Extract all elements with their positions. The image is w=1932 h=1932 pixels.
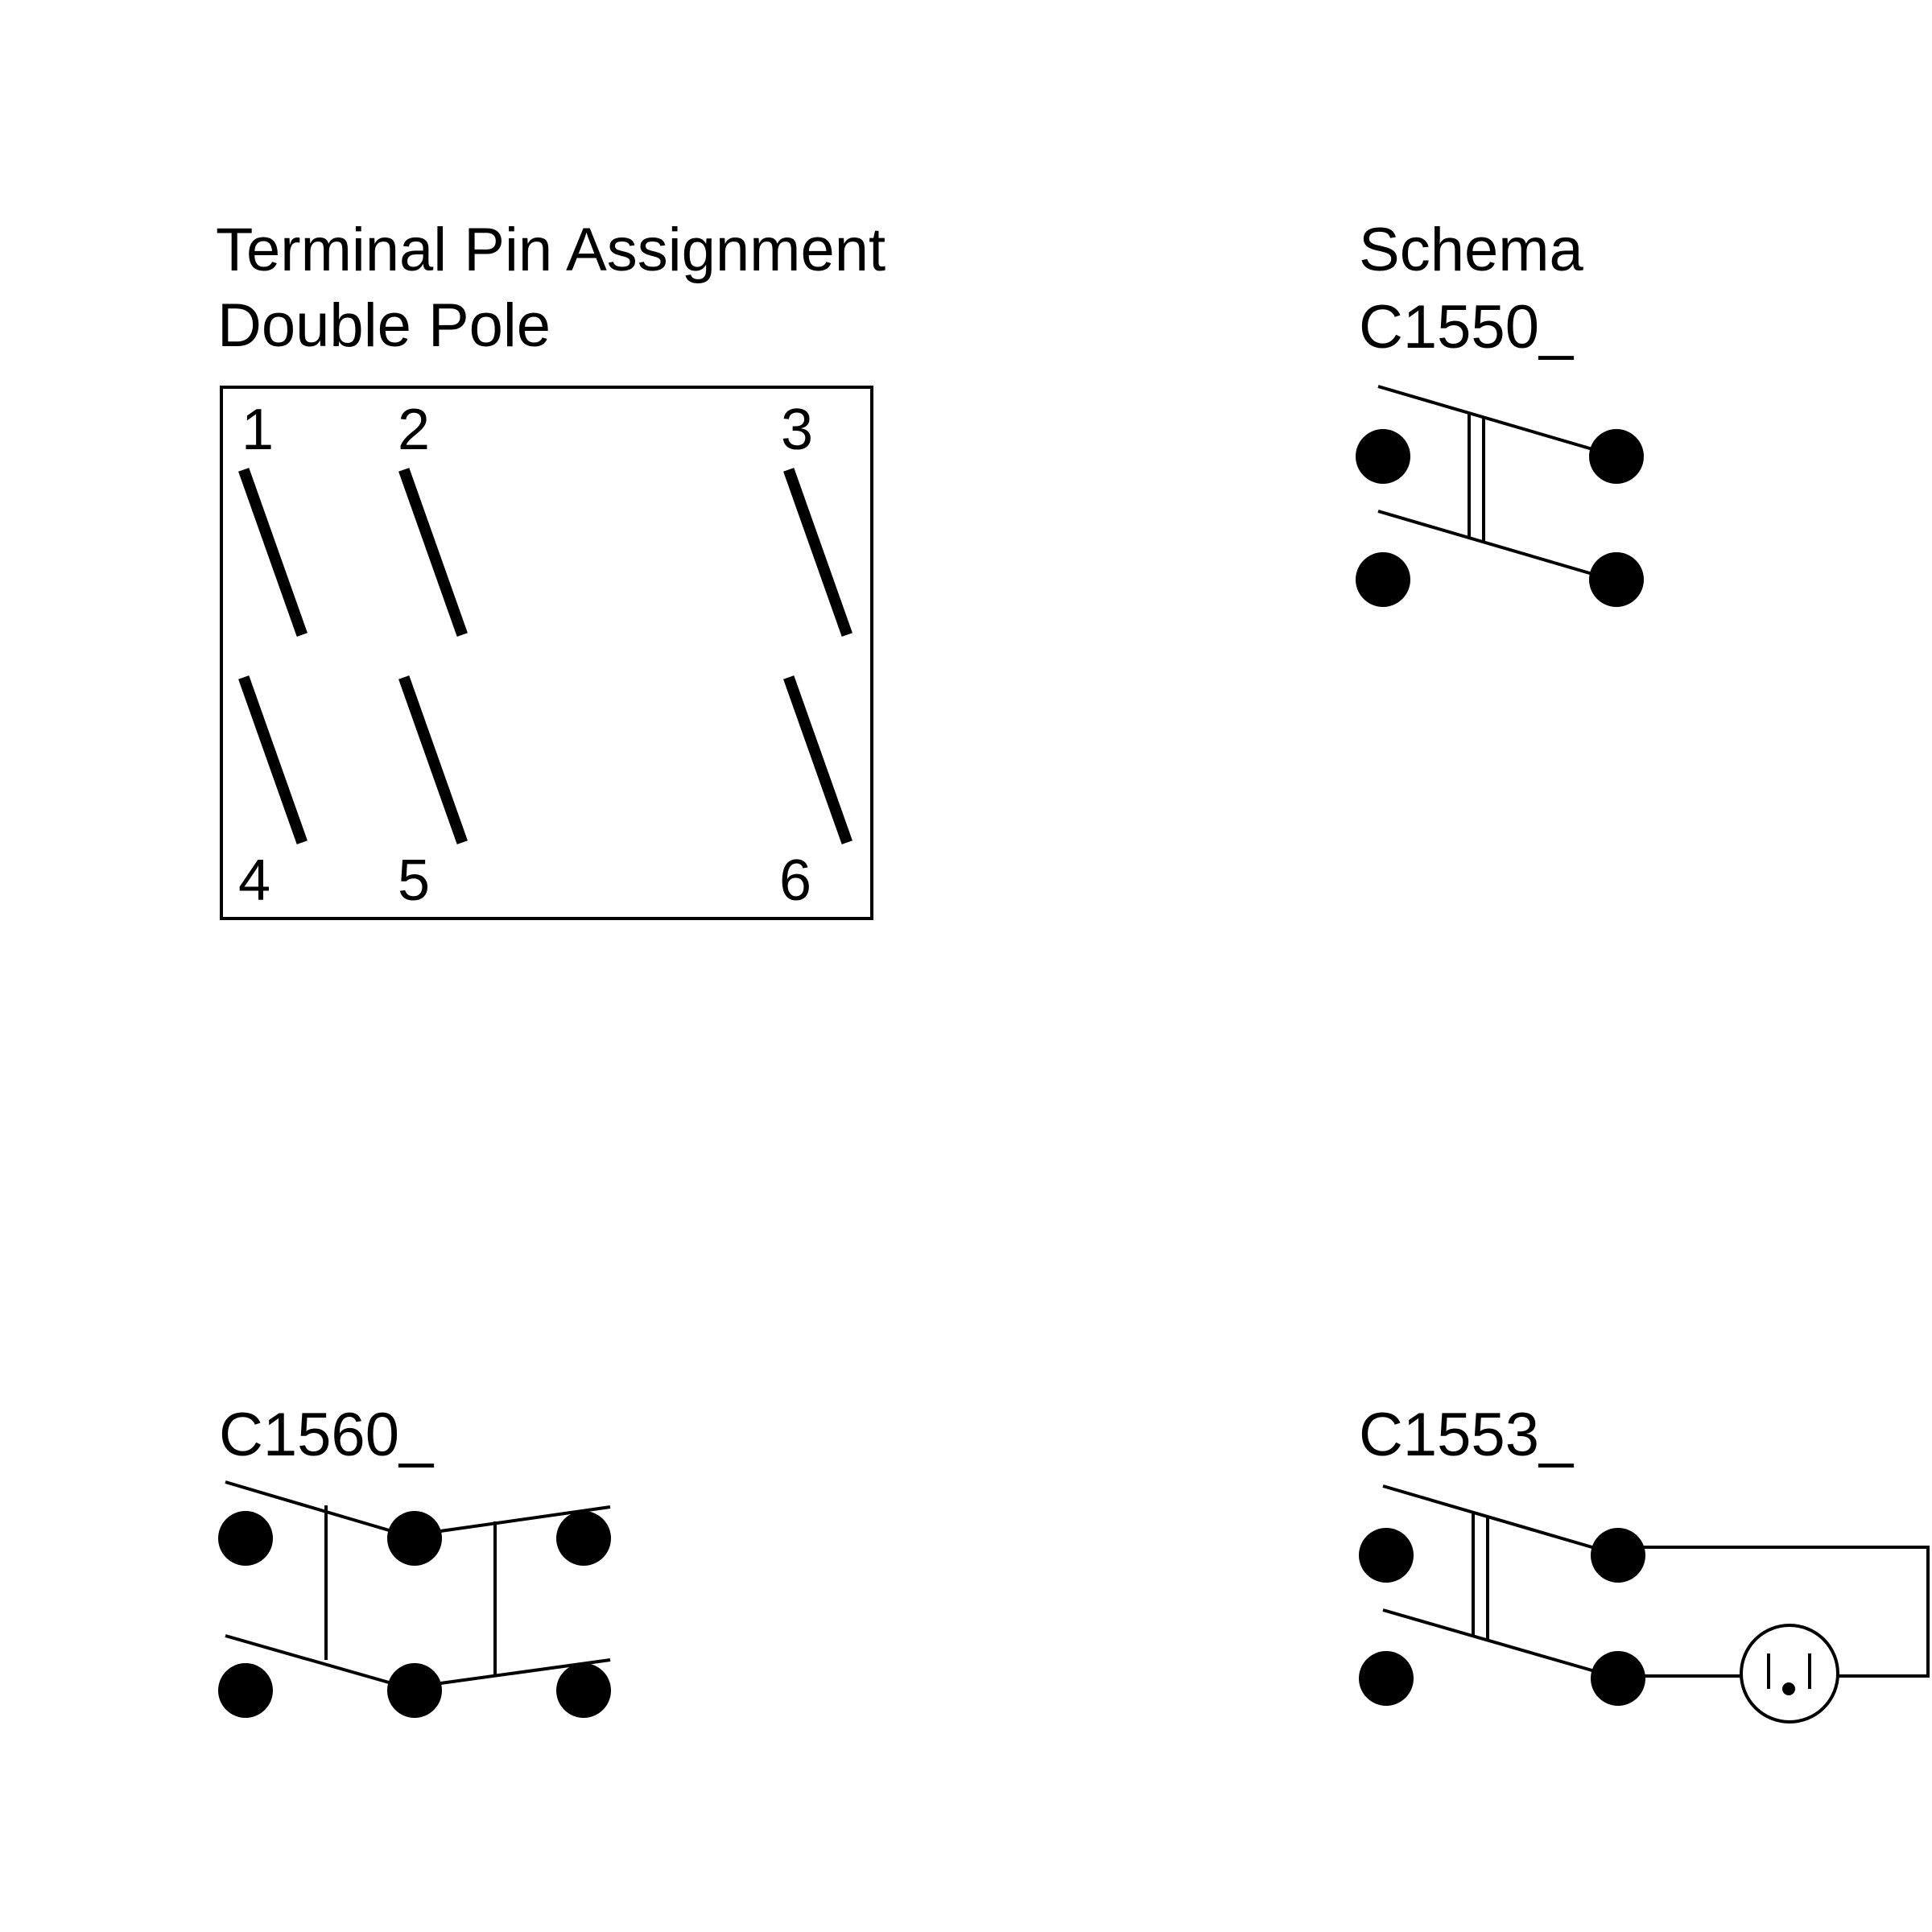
- c1550-terminal: [1589, 429, 1644, 484]
- terminal-pin-6: [783, 675, 852, 844]
- terminal-pin-1: [238, 468, 308, 637]
- c1560-terminal: [387, 1511, 442, 1566]
- schema-c1560: C1560_: [218, 1401, 611, 1718]
- terminal-pin-3: [783, 468, 852, 637]
- c1553-switch-arm: [1382, 1484, 1601, 1551]
- c1560-switch-arm: [225, 1480, 395, 1534]
- pin-label-1: 1: [242, 398, 274, 462]
- c1553-terminal: [1591, 1651, 1645, 1706]
- c1553-terminal: [1359, 1651, 1414, 1706]
- pin-assignment-section: Terminal Pin Assignment Double Pole 1 2 …: [216, 216, 886, 920]
- schema-c1550: Schema C1550_: [1356, 216, 1644, 607]
- terminal-pin-4: [238, 675, 308, 844]
- c1550-terminal: [1356, 429, 1410, 484]
- pin-label-2: 2: [398, 398, 430, 462]
- pin-label-4: 4: [238, 848, 270, 913]
- c1550-label: C1550_: [1359, 293, 1575, 361]
- c1553-circuit-wire: [1642, 1546, 1930, 1678]
- c1560-switch-arm: [434, 1505, 611, 1534]
- c1550-switch-arm: [1377, 510, 1599, 577]
- c1553-label: C1553_: [1359, 1401, 1575, 1469]
- c1553-terminal: [1359, 1528, 1414, 1583]
- c1550-terminal: [1356, 552, 1410, 607]
- c1550-terminal: [1589, 552, 1644, 607]
- c1560-terminal: [556, 1663, 611, 1718]
- c1560-switch-arm: [225, 1634, 395, 1686]
- schema-c1553: C1553_: [1359, 1401, 1930, 1724]
- pin-assignment-subtitle: Double Pole: [217, 291, 551, 360]
- terminal-pin-5: [398, 675, 468, 844]
- c1560-terminal: [218, 1663, 273, 1718]
- pin-label-3: 3: [781, 398, 813, 462]
- c1560-terminal: [387, 1663, 442, 1718]
- indicator-lamp-icon: [1740, 1624, 1839, 1724]
- c1560-label: C1560_: [219, 1401, 435, 1469]
- pin-assignment-title: Terminal Pin Assignment: [216, 216, 886, 284]
- pin-label-5: 5: [398, 848, 430, 913]
- schema-title: Schema: [1359, 216, 1584, 284]
- terminal-pin-2: [398, 468, 468, 637]
- c1560-switch-arm: [434, 1658, 611, 1686]
- c1553-switch-arm: [1382, 1608, 1601, 1674]
- c1550-switch-arm: [1377, 385, 1599, 452]
- terminal-frame: [220, 386, 873, 920]
- c1560-terminal: [218, 1511, 273, 1566]
- pin-label-6: 6: [779, 848, 811, 913]
- c1553-terminal: [1591, 1528, 1645, 1583]
- c1560-terminal: [556, 1511, 611, 1566]
